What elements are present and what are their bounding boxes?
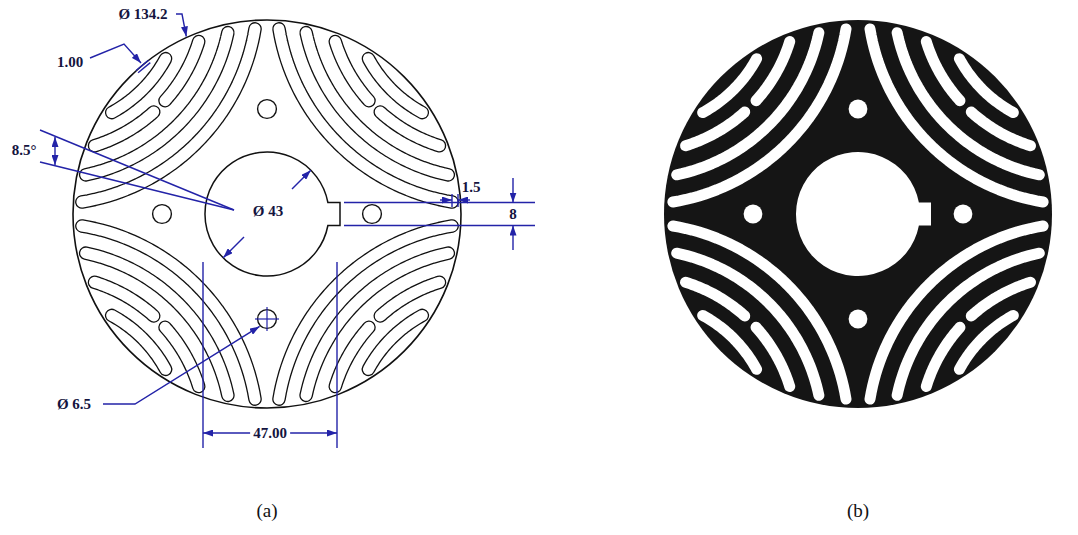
flux-barrier [112, 59, 166, 113]
flux-barrier [756, 327, 790, 386]
dimension-arrow [512, 178, 513, 203]
bolt-hole [849, 100, 868, 119]
flux-barrier [926, 42, 960, 101]
flux-barrier [112, 315, 166, 369]
flux-barrier [279, 29, 452, 202]
flux-barrier-outline [380, 112, 439, 146]
dimension-arrow [440, 199, 452, 200]
rotor-outline [73, 20, 461, 408]
dimension-arrow [223, 237, 244, 258]
dimension-arrow [54, 137, 55, 165]
dimension-lines [40, 14, 535, 448]
extension-line [40, 130, 234, 210]
flux-barrier [165, 327, 199, 386]
flux-barrier [335, 327, 369, 386]
flux-barrier [703, 59, 757, 113]
shaft-bore [205, 152, 340, 276]
flux-barrier [306, 33, 448, 175]
flux-barrier [677, 253, 819, 395]
flux-barrier-outline [279, 29, 452, 202]
dimension-arrow [458, 199, 470, 200]
flux-barrier-outline [335, 42, 369, 101]
bolt-hole [153, 205, 172, 224]
shaft-bore [796, 152, 931, 276]
flux-barrier-outline [112, 59, 166, 113]
flux-barrier-outline [165, 42, 199, 101]
flux-barrier-outline [95, 282, 154, 316]
keyway-dimension: 8 [509, 207, 517, 222]
angle-dimension: 8.5° [12, 143, 37, 158]
flux-barrier [86, 33, 228, 175]
flux-barrier [971, 112, 1030, 146]
extension-line [336, 262, 337, 448]
flux-barrier [971, 282, 1030, 316]
lamination-disc [664, 20, 1052, 408]
flux-barrier-outline [306, 33, 448, 175]
flux-barrier [677, 33, 819, 175]
rib-dimension: 1.00 [57, 55, 83, 70]
flux-barrier [86, 253, 228, 395]
flux-barrier [95, 282, 154, 316]
hole-dimension: Ø 6.5 [57, 397, 91, 412]
rotor-photo [664, 20, 1052, 408]
extension-line [344, 202, 535, 203]
center-mark [266, 307, 267, 331]
leader-line [90, 44, 141, 63]
extension-line [40, 162, 234, 210]
flux-barrier [165, 42, 199, 101]
bolt-hole [744, 205, 763, 224]
flux-barrier [926, 327, 960, 386]
flux-barrier [756, 42, 790, 101]
flux-barrier-outline [86, 33, 228, 175]
flux-barrier-outline [112, 315, 166, 369]
flux-barrier [703, 315, 757, 369]
flux-barrier-outline [82, 226, 255, 399]
diameter-dimension: Ø 134.2 [118, 7, 167, 22]
flux-barrier-outline [165, 327, 199, 386]
bolt-hole [258, 100, 277, 119]
flux-barrier [380, 282, 439, 316]
flux-barrier [959, 315, 1013, 369]
flux-barrier-outline [335, 327, 369, 386]
rib-dimension: 1.5 [462, 180, 481, 195]
flux-barrier [686, 112, 745, 146]
flux-barrier [95, 112, 154, 146]
bolt-hole [849, 310, 868, 329]
extension-line [138, 63, 150, 73]
width-dimension: 47.00 [250, 426, 290, 441]
flux-barrier-outline [368, 315, 422, 369]
flux-barrier [686, 282, 745, 316]
leader-line [103, 326, 260, 404]
flux-barrier-outline [95, 112, 154, 146]
diameter-dimension: Ø 43 [253, 204, 283, 219]
flux-barrier-outline [368, 59, 422, 113]
flux-barrier [897, 33, 1039, 175]
flux-barrier [82, 226, 255, 399]
extension-line [344, 225, 535, 226]
subfigure-label: (b) [847, 501, 869, 520]
dimension-arrow [512, 226, 513, 251]
flux-barrier [306, 253, 448, 395]
flux-barrier [897, 253, 1039, 395]
leader-line [176, 14, 186, 37]
flux-barrier [380, 112, 439, 146]
flux-barrier-outline [380, 282, 439, 316]
bolt-hole [363, 205, 382, 224]
flux-barrier [335, 42, 369, 101]
flux-barrier [368, 315, 422, 369]
extension-line [202, 262, 203, 448]
subfigure-label: (a) [256, 501, 277, 520]
flux-barrier-outline [306, 253, 448, 395]
flux-barrier [368, 59, 422, 113]
dimension-arrow [292, 170, 311, 189]
bolt-hole [954, 205, 973, 224]
rotor-drawing [73, 20, 461, 408]
flux-barrier-outline [86, 253, 228, 395]
flux-barrier [959, 59, 1013, 113]
